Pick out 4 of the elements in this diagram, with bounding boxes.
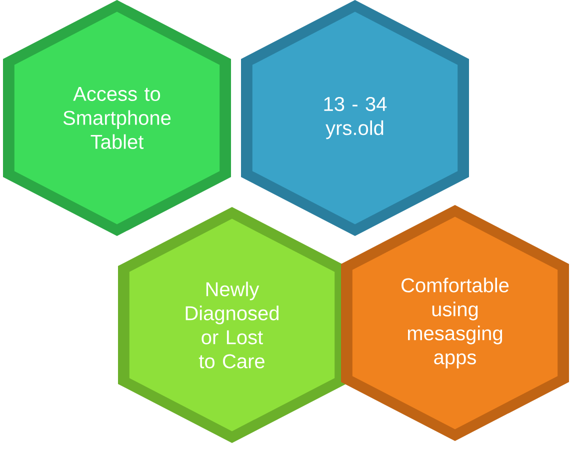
hexagon: Access to Smartphone Tablet bbox=[3, 0, 231, 236]
hexagon: 13 - 34 yrs.old bbox=[241, 0, 469, 236]
hexagon: Comfortable using mesasging apps bbox=[341, 205, 569, 441]
hexagon: Newly Diagnosed or Lost to Care bbox=[118, 207, 346, 443]
